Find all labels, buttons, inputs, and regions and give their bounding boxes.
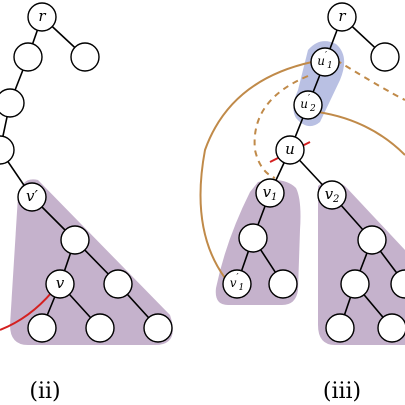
node-root-ii: r [27, 2, 57, 32]
tree-node [103, 269, 133, 299]
node-label-v-prime: v′ [26, 187, 38, 205]
node-u2-prime-iii: u′2 [293, 90, 323, 120]
tree-node [70, 42, 100, 72]
tree-node [370, 42, 400, 72]
tree-node [340, 269, 370, 299]
subtree-region-right-iii [318, 181, 405, 345]
node-v-ii: v [45, 269, 75, 299]
node-u1-prime-iii: u′1 [310, 47, 340, 77]
node-label-u1-sup: ′ [325, 51, 327, 61]
tree-node [238, 223, 268, 253]
svg-text:v′1: v′1 [230, 273, 245, 293]
panel-ii: r v′ v (ii) [0, 2, 173, 404]
arc-right-iii [317, 111, 405, 156]
tree-node [357, 225, 387, 255]
cut-line-ii [0, 291, 53, 331]
node-label-v1p-sup: ′ [237, 273, 239, 283]
svg-text:u′2: u′2 [300, 94, 316, 114]
svg-text:u′1: u′1 [317, 51, 333, 71]
panel-iii: r u′1 u′2 u v1 v2 [199, 2, 405, 404]
tree-node [0, 135, 15, 165]
node-u-iii: u [275, 135, 305, 165]
tree-node [0, 88, 25, 118]
node-label-r: r [338, 7, 346, 25]
tree-node [85, 313, 115, 343]
panel-caption-ii: (ii) [29, 379, 60, 404]
node-label-u2-sup: ′ [308, 94, 310, 104]
node-label-u: u [285, 140, 295, 158]
panel-caption-iii: (iii) [323, 379, 361, 404]
tree-node [27, 313, 57, 343]
node-v1-iii: v1 [255, 178, 285, 208]
node-label-v: v [56, 274, 65, 292]
node-label-u2-base: u [300, 97, 308, 111]
node-label-u1-base: u [317, 54, 325, 68]
tree-node [268, 269, 298, 299]
arc-left-iii [199, 61, 313, 279]
node-label-v1p-sub: 1 [239, 283, 245, 293]
arc-dashed-left-iii [253, 75, 309, 179]
arc-dashed-right-iii [335, 59, 405, 101]
node-label-v1-base: v [263, 183, 272, 201]
node-label-v2-sub: 2 [332, 194, 339, 205]
tree-node [13, 42, 43, 72]
node-label-u2-sub: 2 [309, 104, 316, 114]
node-v1-prime-iii: v′1 [222, 269, 252, 299]
node-label-v1-sub: 1 [271, 192, 277, 203]
tree-node [143, 313, 173, 343]
tree-node [377, 313, 405, 343]
node-label-v2-base: v [325, 185, 334, 203]
tree-node [325, 313, 355, 343]
node-label-u1-sub: 1 [327, 61, 333, 71]
subtree-region-ii [10, 179, 173, 345]
node-label-v1p-base: v [230, 276, 237, 290]
node-v2-iii: v2 [317, 180, 347, 210]
tree-node [390, 269, 405, 299]
tree-node [60, 225, 90, 255]
svg-text:v1: v1 [263, 183, 278, 203]
svg-text:v2: v2 [325, 185, 340, 205]
node-v-prime-ii: v′ [17, 182, 47, 212]
node-label-r: r [38, 7, 46, 25]
node-root-iii: r [327, 2, 357, 32]
